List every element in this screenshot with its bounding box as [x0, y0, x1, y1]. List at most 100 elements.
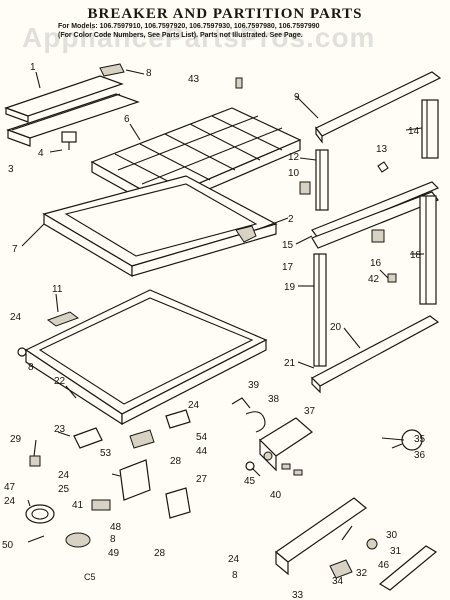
callout-42: 42 [368, 274, 380, 285]
part-screw-24-left [17, 347, 27, 357]
callout-54: 54 [196, 432, 208, 443]
part-channel-18 [419, 195, 437, 305]
part-channel-14 [421, 99, 439, 159]
callout-23: 23 [54, 424, 66, 435]
part-wire-38 [245, 411, 266, 433]
part-clip-54 [165, 409, 191, 429]
callout-32: 32 [356, 568, 368, 579]
callout-19: 19 [284, 282, 296, 293]
callout-11: 11 [52, 284, 63, 295]
callout-48: 48 [110, 522, 122, 533]
callout-17: 17 [282, 262, 294, 273]
part-clip-2 [235, 225, 257, 243]
callout-6: 6 [124, 114, 130, 125]
callout-53: 53 [100, 448, 112, 459]
callout-8d: 8 [232, 570, 238, 581]
part-cover-30 [275, 497, 367, 576]
part-block-27 [165, 487, 191, 519]
callout-36: 36 [414, 450, 426, 461]
callout-27: 27 [196, 474, 208, 485]
part-trim-34 [378, 545, 438, 591]
part-bracket-25 [119, 459, 151, 501]
callout-44: 44 [196, 446, 208, 457]
callout-3: 3 [8, 164, 14, 175]
page-code: C5 [84, 572, 96, 582]
callout-8b: 8 [28, 362, 34, 373]
part-screw-4 [61, 131, 77, 150]
part-top-rail-9 [315, 71, 442, 144]
callout-38: 38 [268, 394, 280, 405]
part-ring-47 [25, 504, 55, 524]
callout-40: 40 [270, 490, 282, 501]
callout-50: 50 [2, 540, 14, 551]
part-channel-12 [315, 149, 329, 211]
callout-14: 14 [408, 126, 420, 137]
callout-18: 18 [410, 250, 422, 261]
callout-7: 7 [12, 244, 18, 255]
part-pad-11 [46, 311, 80, 327]
callout-28a: 28 [170, 456, 182, 467]
watermark: AppliancePartsPros.com [22, 22, 376, 53]
part-channel-19 [313, 253, 327, 367]
callout-25: 25 [58, 484, 70, 495]
part-switch-53 [129, 429, 155, 449]
callout-20: 20 [330, 322, 342, 333]
callout-41: 41 [72, 500, 84, 511]
part-block-10 [299, 181, 311, 195]
part-clip-29 [29, 455, 41, 467]
callout-34: 34 [332, 576, 344, 587]
part-screws-40 [281, 463, 303, 476]
callout-16: 16 [370, 258, 382, 269]
callout-49: 49 [108, 548, 120, 559]
callout-8: 8 [146, 68, 152, 79]
callout-24a: 24 [10, 312, 22, 323]
callout-12: 12 [288, 152, 300, 163]
part-screw-50 [27, 535, 45, 543]
callout-2: 2 [288, 214, 294, 225]
part-pin-42 [387, 273, 397, 283]
callout-24e: 24 [228, 554, 240, 565]
callout-4: 4 [38, 148, 44, 159]
model-list: For Models: 106.7597910, 106.7597920, 10… [58, 23, 320, 30]
callout-24c: 24 [58, 470, 70, 481]
part-clip-8-top [99, 63, 125, 77]
part-pin-43 [235, 77, 243, 89]
callout-24d: 24 [4, 496, 16, 507]
callout-30: 30 [386, 530, 398, 541]
part-bottom-rail-20 [310, 315, 440, 394]
part-bracket-39 [231, 397, 251, 409]
part-bracket-32 [329, 559, 353, 579]
callout-1: 1 [30, 62, 36, 73]
part-knob-31 [366, 538, 378, 550]
callout-46: 46 [378, 560, 390, 571]
callout-35: 35 [414, 434, 426, 445]
diagram-title: BREAKER AND PARTITION PARTS [87, 6, 363, 22]
callout-22: 22 [54, 376, 66, 387]
callout-15: 15 [282, 240, 294, 251]
part-housing-37 [259, 417, 313, 472]
callout-9: 9 [294, 92, 300, 103]
callout-10: 10 [288, 168, 300, 179]
callout-29: 29 [10, 434, 22, 445]
part-hinge-16 [371, 229, 385, 243]
callout-31: 31 [390, 546, 402, 557]
part-rail-15 [311, 181, 440, 249]
callout-43: 43 [188, 74, 200, 85]
callout-24b: 24 [188, 400, 200, 411]
callout-45: 45 [244, 476, 256, 487]
callout-28b: 28 [154, 548, 166, 559]
leader-lines [21, 69, 424, 541]
callout-13: 13 [376, 144, 388, 155]
part-clip-13 [377, 161, 389, 173]
callout-labels: 1 8 43 9 14 13 3 4 6 12 10 2 7 15 16 18 … [2, 62, 426, 600]
part-bracket-23 [73, 427, 103, 449]
part-terminal-41 [91, 499, 111, 511]
part-partition-panel [24, 289, 268, 426]
callout-37: 37 [304, 406, 316, 417]
callout-21: 21 [284, 358, 296, 369]
part-breaker-strip [4, 75, 140, 147]
callout-47: 47 [4, 482, 16, 493]
part-lamp-48 [65, 532, 91, 548]
callout-33: 33 [292, 590, 304, 600]
